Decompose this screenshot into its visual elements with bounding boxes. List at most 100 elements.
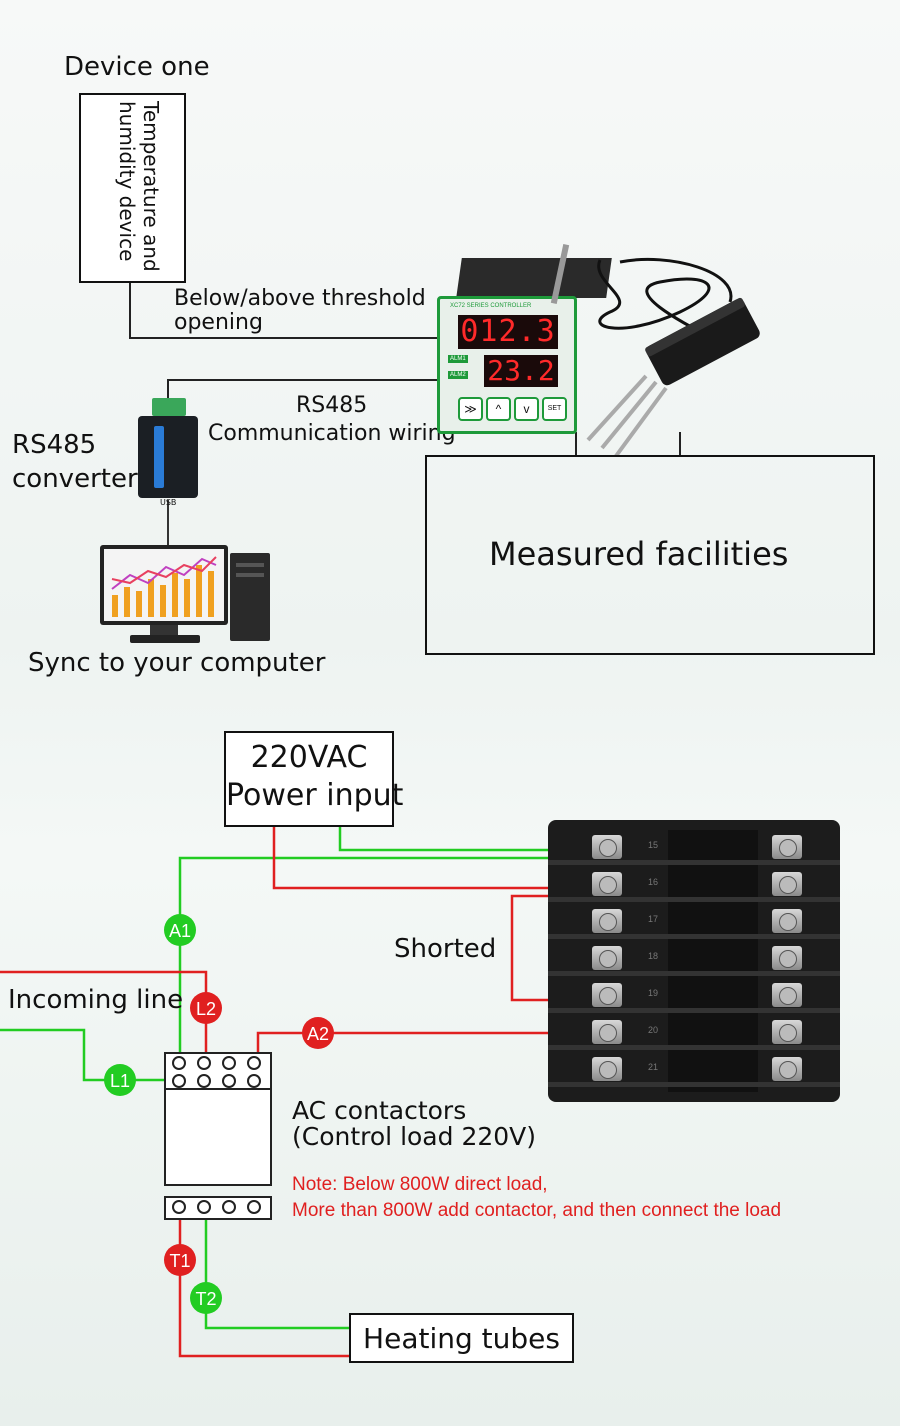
contactor-body (164, 1088, 272, 1186)
terminal-block: 15 16 17 18 (548, 820, 840, 1102)
contactor-screw[interactable] (222, 1056, 236, 1070)
temp-device-label-line2: humidity device (115, 101, 139, 262)
threshold-label-line1: Below/above threshold (174, 286, 426, 311)
svg-text:A1: A1 (169, 921, 191, 941)
power-red-wire (272, 826, 580, 890)
badge-a2: A2 (302, 1017, 334, 1049)
terminal-screw-right[interactable] (772, 1057, 802, 1081)
converter-usb-label: USB (160, 498, 177, 507)
terminal-rail (548, 971, 840, 976)
terminal-row: 16 (548, 869, 840, 902)
heating-tubes-box: Heating tubes (349, 1313, 574, 1363)
power-green-wire-2 (178, 856, 580, 1058)
controller-faceplate: XC72 SERIES CONTROLLER 012.3 ALM1 ALM2 2… (437, 296, 577, 434)
svg-text:T2: T2 (195, 1289, 216, 1309)
terminal-row: 17 (548, 906, 840, 939)
terminal-rail (548, 1082, 840, 1087)
temp-device-label-line1: Temperature and (139, 101, 163, 272)
shift-button[interactable]: ≫ (458, 397, 483, 421)
threshold-label: Below/above threshold opening (174, 287, 426, 335)
alm1-indicator: ALM1 (448, 355, 468, 363)
contactor-screw[interactable] (247, 1074, 261, 1088)
threshold-label-line2: opening (174, 310, 263, 335)
controller-buttons: ≫ ^ v SET (458, 397, 567, 421)
badge-t1: T1 (164, 1244, 196, 1276)
monitor-base (130, 635, 200, 643)
contactor-screw[interactable] (197, 1074, 211, 1088)
converter-label: RS485 converter (12, 428, 138, 496)
down-button[interactable]: v (514, 397, 539, 421)
incoming-red-wire (0, 970, 208, 1080)
contactor-screw[interactable] (172, 1200, 186, 1214)
contactor-screw[interactable] (222, 1200, 236, 1214)
temperature-controller: XC72 SERIES CONTROLLER 012.3 ALM1 ALM2 2… (437, 244, 612, 436)
badge-l1: L1 (104, 1064, 136, 1096)
threshold-wire (129, 282, 440, 339)
terminal-screw-left[interactable] (592, 835, 622, 859)
contactor-screw[interactable] (197, 1200, 211, 1214)
contactor-screw[interactable] (247, 1056, 261, 1070)
terminal-row: 18 (548, 943, 840, 976)
temp-device-label: Temperature and humidity device (115, 101, 163, 272)
rs485-wire (167, 379, 440, 398)
device-one-label: Device one (64, 52, 210, 82)
terminal-rail (548, 1045, 840, 1050)
rs485-wiring-label: RS485 Communication wiring (208, 392, 456, 448)
soil-sensor-probe (586, 257, 760, 458)
terminal-screw-left[interactable] (592, 872, 622, 896)
terminal-screw-right[interactable] (772, 909, 802, 933)
badge-a1: A1 (164, 914, 196, 946)
svg-text:L1: L1 (110, 1071, 130, 1091)
rs485-label-line2: Communication wiring (208, 421, 456, 446)
controller-brand: XC72 SERIES CONTROLLER (450, 303, 532, 309)
terminal-screw-right[interactable] (772, 872, 802, 896)
set-button[interactable]: SET (542, 397, 567, 421)
ac-contactor-label-line1: AC contactors (292, 1096, 467, 1125)
terminal-rail (548, 860, 840, 865)
terminal-screw-left[interactable] (592, 983, 622, 1007)
terminal-screw-left[interactable] (592, 946, 622, 970)
terminal-number: 18 (648, 951, 659, 961)
terminal-screw-right[interactable] (772, 835, 802, 859)
terminal-rail (548, 934, 840, 939)
heating-tubes-label: Heating tubes (363, 1322, 560, 1355)
ac-contactor-label-line2: (Control load 220V) (292, 1122, 537, 1151)
terminal-number: 19 (648, 988, 659, 998)
load-note-line1: Note: Below 800W direct load, (292, 1174, 548, 1195)
a2-red-wire (256, 1031, 580, 1058)
contactor-screw[interactable] (247, 1200, 261, 1214)
terminal-screw-left[interactable] (592, 1057, 622, 1081)
terminal-screw-left[interactable] (592, 1020, 622, 1044)
sync-label: Sync to your computer (28, 648, 326, 678)
measured-facilities-label: Measured facilities (489, 535, 789, 573)
terminal-screw-right[interactable] (772, 983, 802, 1007)
alm2-indicator: ALM2 (448, 371, 468, 379)
up-button[interactable]: ^ (486, 397, 511, 421)
terminal-screw-right[interactable] (772, 1020, 802, 1044)
terminal-screw-right[interactable] (772, 946, 802, 970)
terminal-number: 21 (648, 1062, 659, 1072)
badge-l2: L2 (190, 992, 222, 1024)
t2-green-wire (204, 1210, 352, 1330)
converter-label-line1: RS485 (12, 430, 97, 460)
converter-body (138, 416, 198, 498)
terminal-row: 21 (548, 1054, 840, 1087)
terminal-number: 15 (648, 840, 659, 850)
svg-text:T1: T1 (169, 1251, 190, 1271)
pc-tower (230, 553, 270, 641)
badge-t2: T2 (190, 1282, 222, 1314)
converter-blue-label (154, 426, 164, 488)
power-green-wire (338, 826, 580, 852)
contactor-screw[interactable] (222, 1074, 236, 1088)
power-input-box: 220VAC Power input (224, 731, 403, 827)
ac-contactor (164, 1052, 272, 1220)
contactor-screw[interactable] (197, 1056, 211, 1070)
terminal-rail (548, 1008, 840, 1013)
terminal-screw-left[interactable] (592, 909, 622, 933)
terminal-number: 20 (648, 1025, 659, 1035)
svg-text:A2: A2 (307, 1024, 329, 1044)
contactor-screw[interactable] (172, 1056, 186, 1070)
shorted-red-wire (510, 894, 580, 1002)
contactor-screw[interactable] (172, 1074, 186, 1088)
